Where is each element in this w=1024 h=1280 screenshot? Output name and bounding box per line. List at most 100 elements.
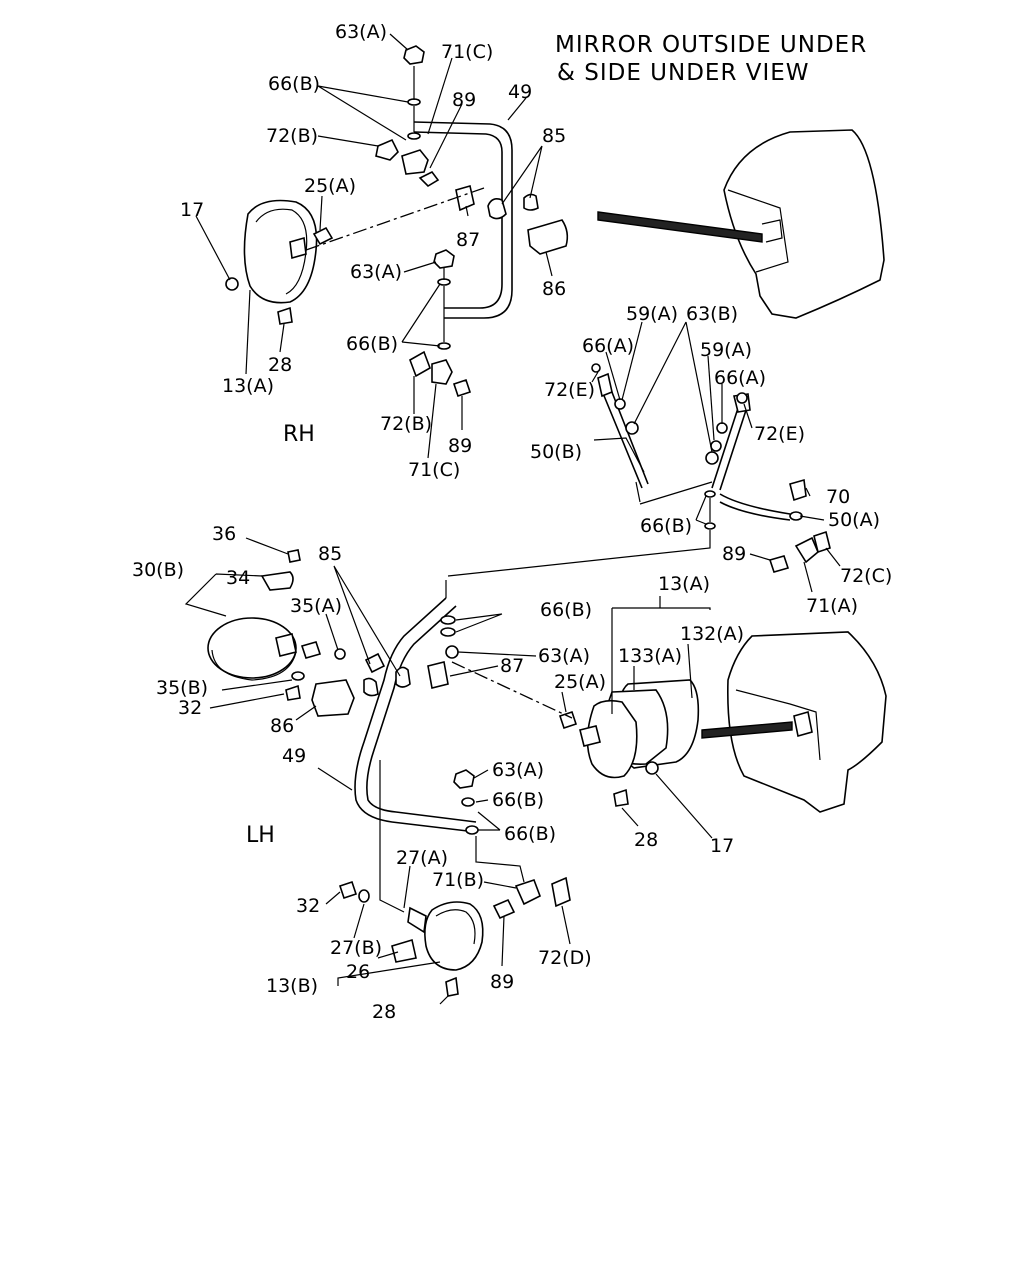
label-br-59a-l: 59(A) bbox=[626, 303, 678, 325]
brace-plate-72c bbox=[813, 530, 831, 554]
label-br-66a-r: 66(A) bbox=[714, 367, 766, 389]
label-lh-63a-bot: 63(A) bbox=[492, 759, 544, 781]
lh-bolt-89 bbox=[492, 898, 516, 920]
lh-nut-63a-top bbox=[445, 645, 459, 659]
label-lh-49: 49 bbox=[282, 745, 306, 767]
lh-mirror-bracket bbox=[579, 725, 601, 747]
rh-under-mirror-86 bbox=[527, 219, 569, 255]
label-br-72e-l: 72(E) bbox=[544, 379, 595, 401]
label-lh-27a: 27(A) bbox=[396, 847, 448, 869]
label-lh-27b: 27(B) bbox=[330, 937, 382, 959]
brace-bolt-89 bbox=[768, 555, 790, 573]
rh-side-label: RH bbox=[283, 422, 315, 447]
lh-cab-mount bbox=[793, 710, 813, 738]
label-br-63b: 63(B) bbox=[686, 303, 738, 325]
label-rh-25a: 25(A) bbox=[304, 175, 356, 197]
label-rh-49: 49 bbox=[508, 81, 532, 103]
rh-labels: 63(A) 71(C) 66(B) 89 49 85 72(B) 25(A) 1… bbox=[180, 21, 566, 481]
label-lh-13b: 13(B) bbox=[266, 975, 318, 997]
label-lh-89: 89 bbox=[490, 971, 514, 993]
label-lh-28-bot: 28 bbox=[372, 1001, 396, 1023]
label-br-66b: 66(B) bbox=[640, 515, 692, 537]
lh-round-mirror-bracket bbox=[275, 633, 297, 657]
lh-nut-17 bbox=[645, 761, 659, 775]
lh-labels: 36 85 30(B) 34 35(A) 13(A) 66(B) 132(A) … bbox=[132, 523, 744, 1023]
lh-washer-66b-bot bbox=[465, 825, 479, 835]
brace-leader-lines bbox=[591, 321, 841, 593]
diagram-title-line1: MIRROR OUTSIDE UNDER bbox=[555, 32, 867, 58]
label-lh-132a: 132(A) bbox=[680, 623, 744, 645]
brace-50b-rod bbox=[599, 381, 649, 489]
brace-assembly bbox=[447, 363, 831, 577]
label-rh-89-top: 89 bbox=[452, 89, 476, 111]
label-lh-36: 36 bbox=[212, 523, 236, 545]
label-rh-72b-top: 72(B) bbox=[266, 125, 318, 147]
label-lh-87: 87 bbox=[500, 655, 524, 677]
label-rh-66b-top: 66(B) bbox=[268, 73, 320, 95]
lh-bolt-35a bbox=[300, 641, 322, 659]
label-lh-86: 86 bbox=[270, 715, 294, 737]
brace-washer-66a-r bbox=[716, 422, 728, 434]
lh-round-mirror-rim bbox=[211, 649, 297, 681]
lh-bracket-71b bbox=[514, 878, 542, 906]
brace-right-rod bbox=[711, 401, 749, 491]
lh-leader-lines bbox=[184, 537, 713, 1005]
rh-stay-pipe bbox=[413, 121, 513, 319]
brace-washer-59a-r bbox=[710, 440, 722, 452]
lh-screw-28-right bbox=[613, 788, 629, 807]
rh-leader-lines bbox=[195, 33, 553, 459]
label-rh-89-bot: 89 bbox=[448, 435, 472, 457]
label-rh-17: 17 bbox=[180, 199, 204, 221]
brace-washer-72e-r bbox=[736, 392, 748, 404]
label-lh-72d: 72(D) bbox=[538, 947, 592, 969]
label-br-59a-r: 59(A) bbox=[700, 339, 752, 361]
brace-bolt-70 bbox=[789, 478, 807, 502]
lh-cover-26 bbox=[391, 938, 417, 963]
lh-stay-pipe bbox=[354, 597, 477, 833]
rh-bolt-89-top bbox=[418, 170, 440, 188]
label-lh-66b-mid: 66(B) bbox=[492, 789, 544, 811]
brace-nut-63b-r bbox=[705, 451, 719, 465]
lh-stay-pipe-inner bbox=[366, 605, 477, 823]
lh-clip-85a bbox=[364, 652, 386, 674]
rh-mirror-assembly: RH bbox=[225, 45, 885, 447]
rh-bracket-71c-top bbox=[401, 149, 429, 175]
lh-screw-32-bot bbox=[338, 880, 358, 900]
brace-labels: 59(A) 63(B) 66(A) 59(A) 72(E) 66(A) 72(E… bbox=[530, 303, 892, 617]
label-rh-63a-mid: 63(A) bbox=[350, 261, 402, 283]
brace-washer-66b-bot bbox=[704, 522, 716, 530]
label-rh-85: 85 bbox=[542, 125, 566, 147]
label-lh-63a-top: 63(A) bbox=[538, 645, 590, 667]
label-rh-28: 28 bbox=[268, 354, 292, 376]
brace-joint-line bbox=[639, 481, 713, 505]
lh-clip-85b bbox=[395, 666, 411, 688]
label-lh-35a: 35(A) bbox=[290, 595, 342, 617]
lh-washer-66b-mid bbox=[461, 797, 475, 807]
label-lh-133a: 133(A) bbox=[618, 645, 682, 667]
rh-washer-66b-top2 bbox=[407, 132, 421, 140]
lh-mirror-13b bbox=[424, 901, 484, 971]
rh-cab-corner bbox=[727, 189, 789, 273]
label-br-66a-l: 66(A) bbox=[582, 335, 634, 357]
rh-mirror-bracket bbox=[289, 236, 307, 260]
label-lh-26: 26 bbox=[346, 961, 370, 983]
label-lh-28-right: 28 bbox=[634, 829, 658, 851]
lh-bolt-27a bbox=[407, 906, 427, 934]
label-lh-17: 17 bbox=[710, 835, 734, 857]
lh-washer-35b bbox=[291, 671, 305, 681]
rh-screw-28 bbox=[277, 306, 293, 325]
label-lh-66b-top: 66(B) bbox=[540, 599, 592, 621]
lh-cab-pointer bbox=[701, 721, 793, 739]
brace-stay-50a bbox=[719, 493, 791, 521]
lh-plate-72d bbox=[551, 876, 571, 908]
label-rh-66b-mid: 66(B) bbox=[346, 333, 398, 355]
brace-50b-tip bbox=[635, 481, 641, 503]
lh-centerline bbox=[451, 661, 573, 719]
rh-nut-17 bbox=[225, 277, 239, 291]
label-br-50a: 50(A) bbox=[828, 509, 880, 531]
label-lh-35b: 35(B) bbox=[156, 677, 208, 699]
label-rh-86: 86 bbox=[542, 278, 566, 300]
rh-mirror-rim bbox=[255, 208, 308, 295]
rh-cab-mount bbox=[761, 219, 783, 243]
